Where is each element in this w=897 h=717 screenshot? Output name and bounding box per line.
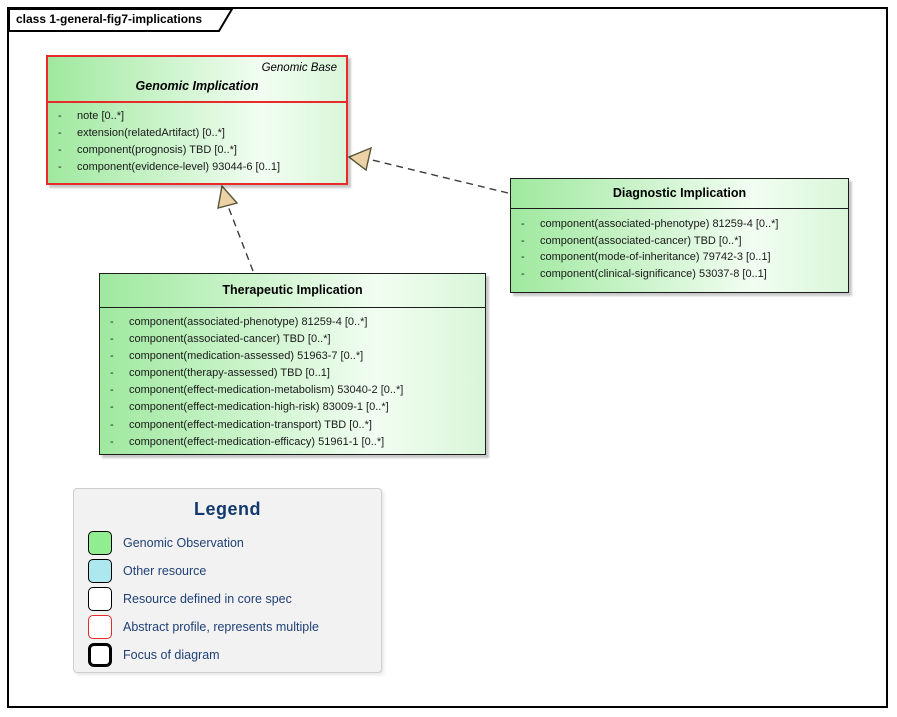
legend-label: Focus of diagram: [123, 648, 220, 662]
legend-item: Other resource: [74, 557, 381, 585]
legend-item: Resource defined in core spec: [74, 585, 381, 613]
class-header: Therapeutic Implication: [100, 274, 485, 308]
attribute-text: component(medication-assessed) 51963-7 […: [129, 350, 364, 363]
legend-panel: Legend Genomic Observation Other resourc…: [73, 488, 382, 673]
class-box-genomic-implication: Genomic Base Genomic Implication - note […: [46, 55, 348, 185]
white-box-swatch-icon: [88, 587, 112, 611]
attribute-row: - component(effect-medication-efficacy) 5…: [100, 434, 485, 451]
visibility-marker: -: [521, 251, 525, 263]
attribute-list: - component(associated-phenotype) 81259-4…: [511, 209, 848, 282]
generalization-arrowhead-therapeutic: [217, 184, 239, 209]
class-box-therapeutic-implication: Therapeutic Implication - component(assoc…: [99, 273, 486, 455]
attribute-list: - note [0..*] - extension(relatedArtifact)…: [48, 103, 346, 176]
attribute-text: component(effect-medication-transport) T…: [129, 418, 372, 431]
visibility-marker: -: [521, 234, 525, 247]
diagram-frame: [7, 7, 888, 708]
generalization-connector-diagnostic: [367, 158, 509, 194]
legend-title: Legend: [193, 499, 261, 519]
class-name: Therapeutic Implication: [222, 283, 363, 297]
legend-label: Resource defined in core spec: [123, 592, 292, 606]
class-name: Diagnostic Implication: [612, 186, 747, 200]
visibility-marker: -: [110, 401, 114, 414]
legend-label: Other resource: [123, 564, 207, 578]
attribute-text: component(associated-cancer) TBD [0..*]: [129, 333, 331, 346]
legend-label: Abstract profile, represents multiple: [123, 620, 319, 634]
legend-item: Focus of diagram: [74, 641, 381, 669]
attribute-row: - component(therapy-assessed) TBD [0..1]: [100, 365, 485, 382]
attribute-row: - note [0..*]: [48, 108, 346, 125]
attribute-row: - component(associated-phenotype) 81259-4…: [511, 216, 848, 233]
attribute-row: - component(prognosis) TBD [0..*]: [48, 142, 346, 159]
attribute-row: - component(associated-cancer) TBD [0..*]: [511, 233, 848, 250]
visibility-marker: -: [58, 127, 62, 139]
thick-black-box-swatch-icon: [88, 643, 112, 667]
attribute-row: - component(associated-phenotype) 81259-4…: [100, 314, 485, 331]
visibility-marker: -: [110, 316, 114, 328]
attribute-text: component(associated-phenotype) 81259-4 …: [129, 316, 368, 328]
generalization-arrowhead-diagnostic: [347, 146, 372, 172]
class-header: Genomic Base Genomic Implication: [48, 57, 346, 103]
attribute-text: component(associated-cancer) TBD [0..*]: [540, 234, 742, 247]
class-box-diagnostic-implication: Diagnostic Implication - component(associ…: [510, 178, 849, 293]
visibility-marker: -: [58, 110, 62, 122]
visibility-marker: -: [521, 218, 525, 230]
green-box-swatch-icon: [88, 531, 112, 555]
attribute-row: - extension(relatedArtifact) [0..*]: [48, 125, 346, 142]
attribute-text: extension(relatedArtifact) [0..*]: [77, 127, 225, 139]
attribute-text: note [0..*]: [77, 110, 125, 122]
red-outline-box-swatch-icon: [88, 615, 112, 639]
attribute-text: component(prognosis) TBD [0..*]: [77, 144, 237, 156]
visibility-marker: -: [58, 144, 62, 156]
attribute-row: - component(associated-cancer) TBD [0..*]: [100, 331, 485, 348]
frame-title-tab: [8, 8, 234, 32]
visibility-marker: -: [521, 267, 525, 280]
attribute-row: - component(medication-assessed) 51963-7 …: [100, 348, 485, 365]
attribute-row: - component(effect-medication-transport) …: [100, 417, 485, 434]
frame-title: class 1-general-fig7-implications: [16, 12, 203, 26]
legend-item: Genomic Observation: [74, 529, 381, 557]
attribute-text: component(effect-medication-efficacy) 51…: [129, 435, 385, 448]
attribute-text: component(mode-of-inheritance) 79742-3 […: [540, 251, 771, 263]
attribute-text: component(associated-phenotype) 81259-4 …: [540, 218, 779, 230]
attribute-text: component(effect-medication-high-risk) 8…: [129, 401, 389, 414]
attribute-row: - component(effect-medication-metabolism)…: [100, 382, 485, 399]
visibility-marker: -: [110, 333, 114, 346]
legend-item: Abstract profile, represents multiple: [74, 613, 381, 641]
attribute-text: component(therapy-assessed) TBD [0..1]: [129, 367, 330, 380]
attribute-row: - component(clinical-significance) 53037-…: [511, 266, 848, 283]
class-stereotype: Genomic Base: [261, 62, 337, 74]
legend-items: Genomic Observation Other resource Resou…: [74, 529, 381, 669]
visibility-marker: -: [58, 161, 62, 173]
attribute-text: component(clinical-significance) 53037-8…: [540, 267, 767, 280]
visibility-marker: -: [110, 384, 114, 397]
cyan-box-swatch-icon: [88, 559, 112, 583]
visibility-marker: -: [110, 367, 114, 380]
attribute-row: - component(mode-of-inheritance) 79742-3 …: [511, 249, 848, 266]
attribute-row: - component(evidence-level) 93044-6 [0..1…: [48, 159, 346, 176]
attribute-row: - component(effect-medication-high-risk) …: [100, 399, 485, 416]
visibility-marker: -: [110, 435, 114, 448]
visibility-marker: -: [110, 418, 114, 431]
generalization-connector-therapeutic: [227, 205, 254, 272]
visibility-marker: -: [110, 350, 114, 363]
class-name: Genomic Implication: [135, 79, 259, 93]
attribute-list: - component(associated-phenotype) 81259-4…: [100, 308, 485, 451]
legend-label: Genomic Observation: [123, 536, 244, 550]
attribute-text: component(evidence-level) 93044-6 [0..1]: [77, 161, 281, 173]
class-header: Diagnostic Implication: [511, 179, 848, 209]
attribute-text: component(effect-medication-metabolism) …: [129, 384, 404, 397]
